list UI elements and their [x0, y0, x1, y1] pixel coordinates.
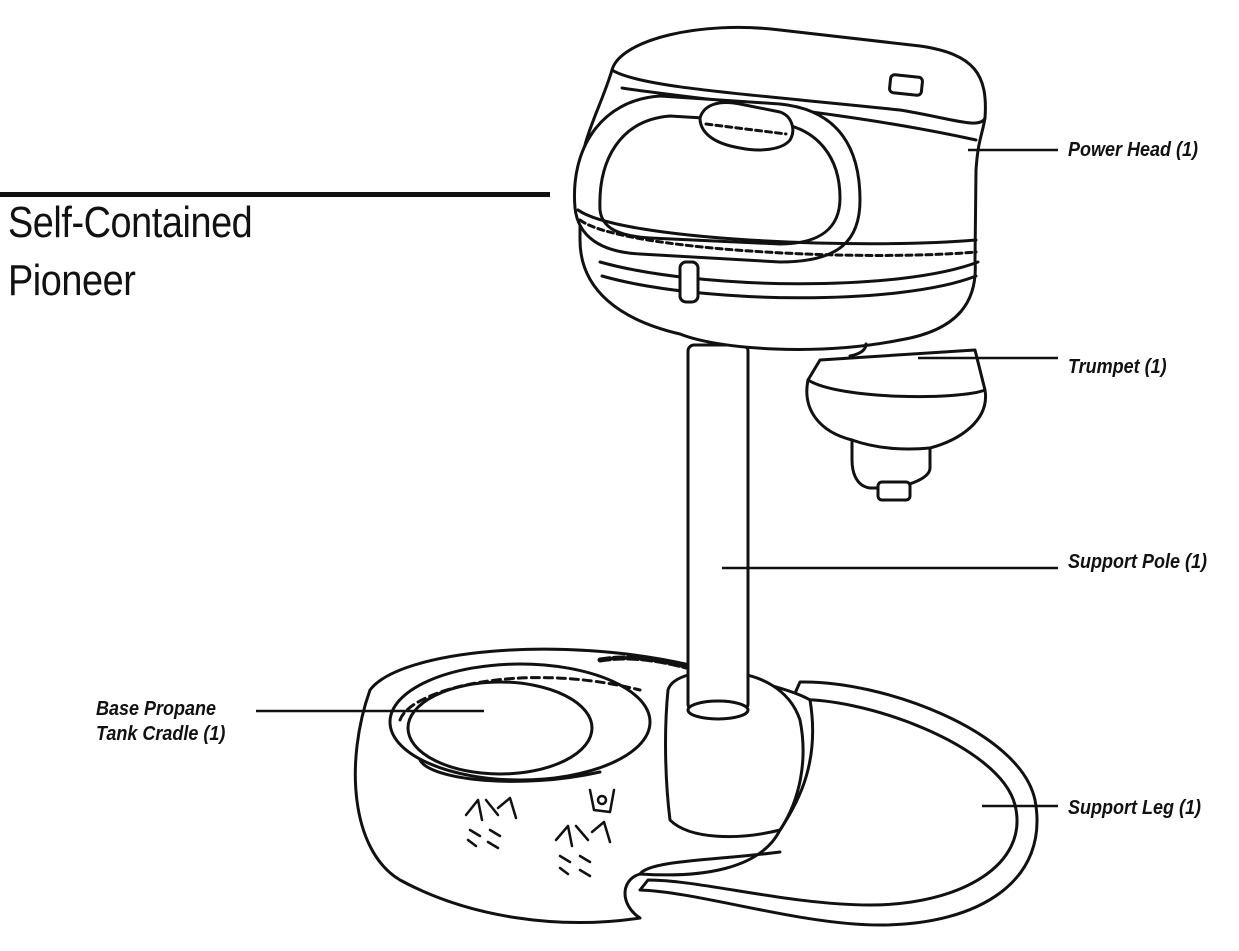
diagram-title-line-2: Pioneer [8, 256, 136, 305]
title-rule [0, 192, 550, 197]
diagram-title-line-1: Self-Contained [8, 198, 253, 247]
trumpet-shape [805, 348, 987, 490]
callout-trumpet: Trumpet (1) [1068, 356, 1167, 378]
tank-cradle-inner [406, 680, 594, 776]
callout-support-leg: Support Leg (1) [1068, 797, 1201, 819]
callout-base-cradle-line-2: Tank Cradle (1) [96, 723, 226, 745]
callout-support-pole: Support Pole (1) [1068, 551, 1208, 573]
support-pole-shape [686, 343, 750, 712]
callout-power-head: Power Head (1) [1068, 139, 1199, 161]
callout-base-cradle-line-1: Base Propane [96, 698, 217, 720]
